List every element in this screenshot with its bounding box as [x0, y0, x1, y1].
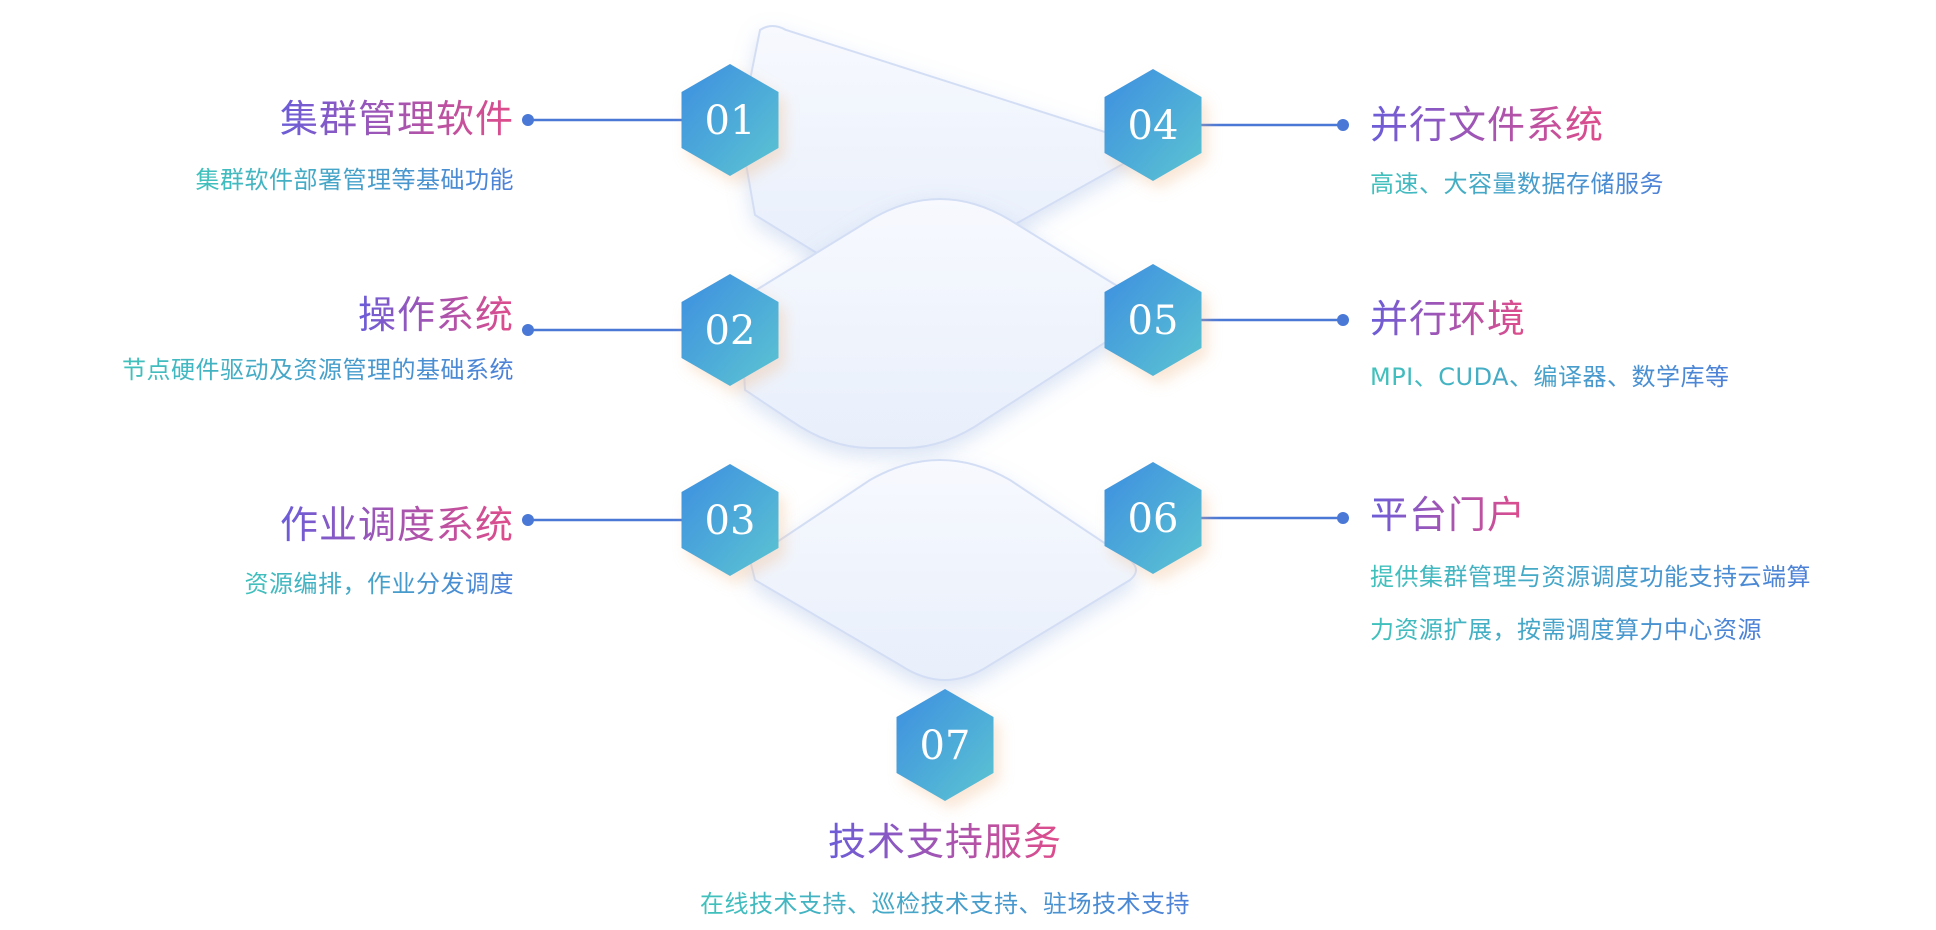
item-desc-6-line-2: 力资源扩展，按需调度算力中心资源 [1370, 616, 1762, 644]
item-title-2: 操作系统 [358, 293, 514, 337]
item-desc-7: 在线技术支持、巡检技术支持、驻场技术支持 [700, 890, 1190, 918]
step-number-1: 01 [705, 98, 756, 144]
step-number-2: 02 [705, 308, 756, 354]
step-number-4: 04 [1128, 103, 1179, 149]
hexagon-layer: 01 02 03 04 05 06 07 [681, 64, 1202, 801]
hexagon-2 [681, 274, 779, 386]
connector-dot-5 [1337, 314, 1349, 326]
step-number-6: 06 [1128, 496, 1179, 542]
item-desc-3: 资源编排，作业分发调度 [245, 570, 515, 598]
diamond-layer [738, 25, 1147, 681]
step-number-7: 07 [920, 723, 971, 769]
step-number-3: 03 [705, 498, 756, 544]
connector-dot-4 [1337, 119, 1349, 131]
item-title-4: 并行文件系统 [1370, 103, 1604, 147]
text-layer: 集群管理软件集群软件部署管理等基础功能操作系统节点硬件驱动及资源管理的基础系统作… [122, 97, 1811, 918]
item-title-7: 技术支持服务 [828, 820, 1062, 864]
hexagon-6 [1104, 462, 1202, 574]
connector-dot-6 [1337, 512, 1349, 524]
connectors [522, 114, 1349, 526]
hexagon-4 [1104, 69, 1202, 181]
diamond-2 [738, 198, 1147, 449]
item-title-3: 作业调度系统 [280, 503, 514, 547]
step-number-5: 05 [1128, 298, 1179, 344]
item-desc-2: 节点硬件驱动及资源管理的基础系统 [122, 356, 514, 384]
connector-dot-3 [522, 514, 534, 526]
connector-dot-1 [522, 114, 534, 126]
diamond-3 [748, 459, 1137, 681]
item-desc-1: 集群软件部署管理等基础功能 [196, 166, 515, 194]
hexagon-1 [681, 64, 779, 176]
item-desc-5: MPI、CUDA、编译器、数学库等 [1370, 363, 1730, 391]
item-desc-4: 高速、大容量数据存储服务 [1370, 170, 1664, 198]
connector-dot-2 [522, 324, 534, 336]
item-title-5: 并行环境 [1370, 297, 1526, 341]
item-title-6: 平台门户 [1370, 493, 1526, 537]
hexagon-5 [1104, 264, 1202, 376]
hexagon-3 [681, 464, 779, 576]
item-desc-6-line-1: 提供集群管理与资源调度功能支持云端算 [1370, 563, 1811, 591]
item-title-1: 集群管理软件 [280, 97, 514, 141]
hexagon-7 [896, 689, 994, 801]
